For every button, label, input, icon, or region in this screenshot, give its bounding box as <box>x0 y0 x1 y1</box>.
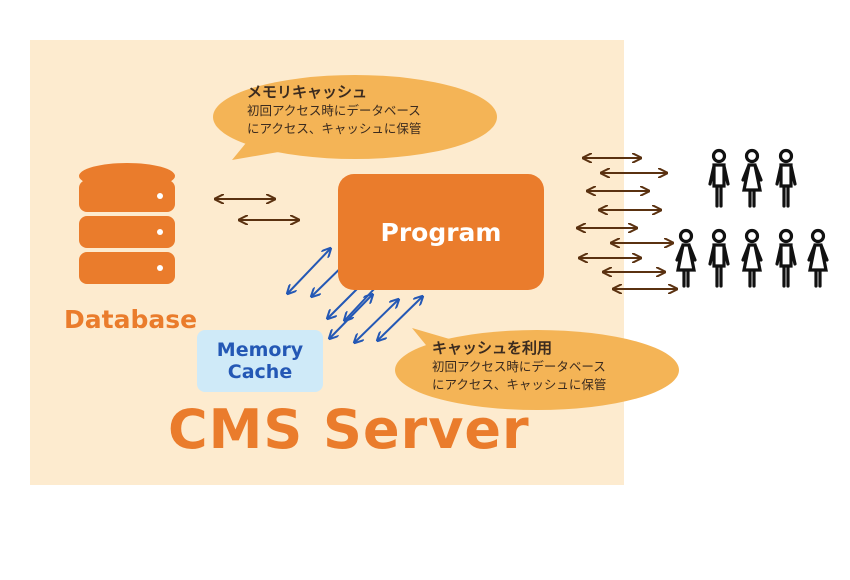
person-female-icon <box>675 228 697 288</box>
bubble-bottom-text: キャッシュを利用 初回アクセス時にデータベース にアクセス、キャッシュに保管 <box>432 338 606 394</box>
person-male-icon <box>708 228 730 288</box>
cache-label-line2: Cache <box>227 361 293 383</box>
memory-cache-box: Memory Cache <box>197 330 323 392</box>
db-program-arrows <box>216 199 298 220</box>
person-female-icon <box>741 228 763 288</box>
bubble-top-line2: にアクセス、キャッシュに保管 <box>247 121 422 136</box>
person-female-icon <box>741 148 763 208</box>
server-title: CMS Server <box>168 398 530 461</box>
bubble-bottom-line2: にアクセス、キャッシュに保管 <box>432 377 607 392</box>
bubble-bottom-line1: 初回アクセス時にデータベース <box>432 359 606 374</box>
cache-program-arrows <box>288 249 422 342</box>
bubble-top-shape <box>213 75 497 160</box>
cache-label-line1: Memory <box>216 339 304 361</box>
person-female-icon <box>807 228 829 288</box>
database-icon <box>79 163 175 284</box>
bubble-bottom-shape <box>395 328 679 410</box>
person-male-icon <box>775 148 797 208</box>
program-box: Program <box>338 174 544 290</box>
bubble-bottom-heading: キャッシュを利用 <box>432 339 553 357</box>
bubble-top-line1: 初回アクセス時にデータベース <box>247 103 421 118</box>
person-male-icon <box>775 228 797 288</box>
users-group <box>675 148 829 288</box>
bubble-top-heading: メモリキャッシュ <box>247 83 368 101</box>
bubble-top-text: メモリキャッシュ 初回アクセス時にデータベース にアクセス、キャッシュに保管 <box>247 82 421 138</box>
program-label: Program <box>380 217 502 247</box>
person-male-icon <box>708 148 730 208</box>
database-label: Database <box>64 305 198 334</box>
program-users-arrows <box>578 158 676 289</box>
